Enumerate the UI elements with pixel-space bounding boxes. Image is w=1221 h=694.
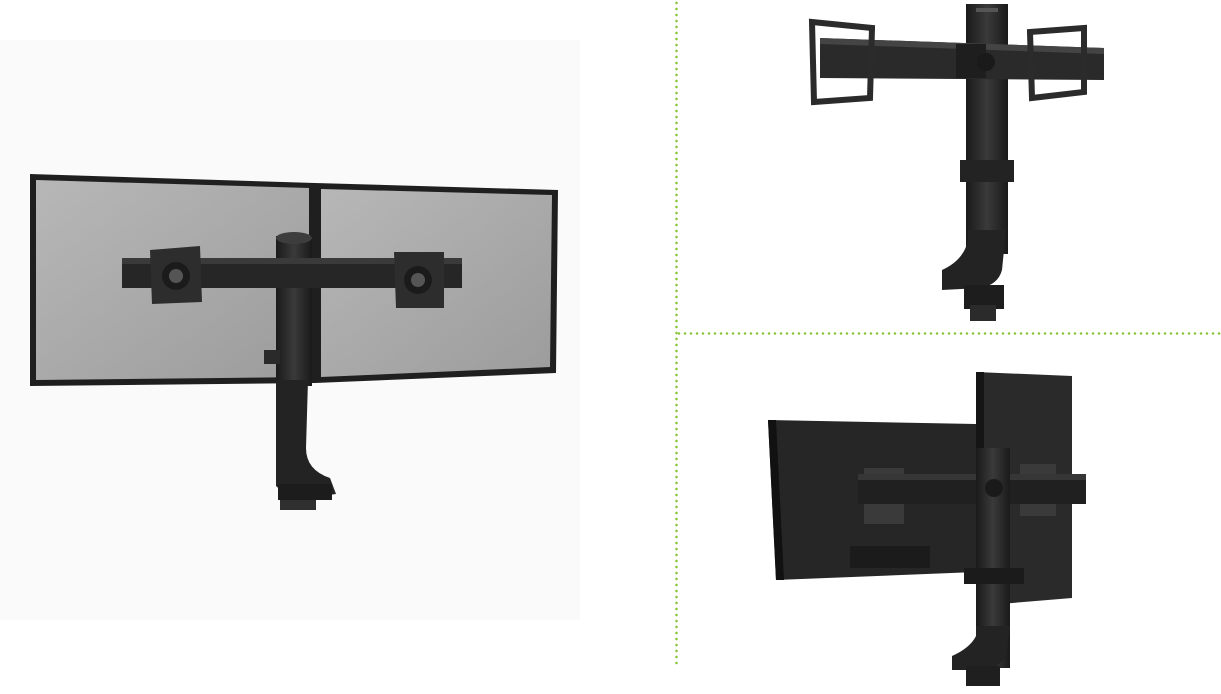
- bracket-view-illustration: [808, 4, 1104, 321]
- front-view-illustration: [30, 174, 558, 510]
- rear-view-panel: [680, 336, 1221, 694]
- right-vesa-plate: [394, 252, 444, 308]
- front-view-panel: [30, 174, 558, 510]
- horizontal-divider: [676, 332, 1221, 335]
- bracket-view-panel: [680, 0, 1221, 330]
- left-vesa-plate: [150, 246, 202, 304]
- rear-view-illustration: [768, 372, 1086, 686]
